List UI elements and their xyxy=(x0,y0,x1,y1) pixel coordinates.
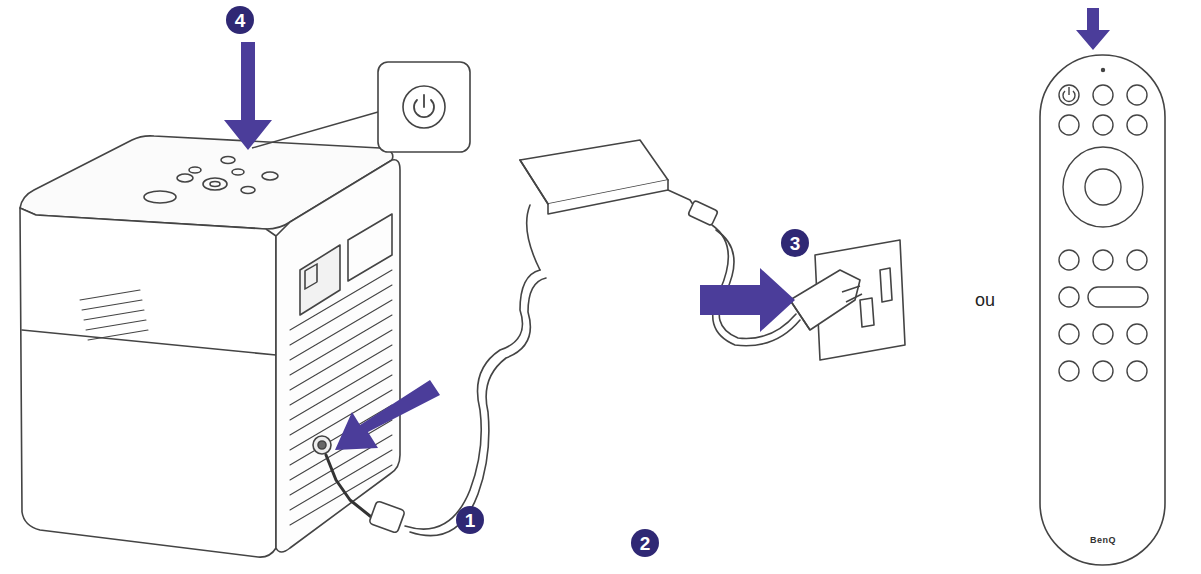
power-button-zoom xyxy=(252,62,470,152)
or-text: ou xyxy=(975,291,995,309)
remote-control xyxy=(1040,55,1165,565)
wall-outlet xyxy=(790,240,905,360)
brand-logo: BenQ xyxy=(1090,536,1116,545)
callout-number: 1 xyxy=(465,511,476,530)
projector xyxy=(20,136,400,557)
power-adapter xyxy=(326,140,800,536)
callout-circle xyxy=(226,6,809,557)
callout-number: 4 xyxy=(235,11,246,30)
direction-arrow xyxy=(224,8,1110,450)
callout-number: 2 xyxy=(640,534,651,553)
callout-number: 3 xyxy=(790,234,801,253)
